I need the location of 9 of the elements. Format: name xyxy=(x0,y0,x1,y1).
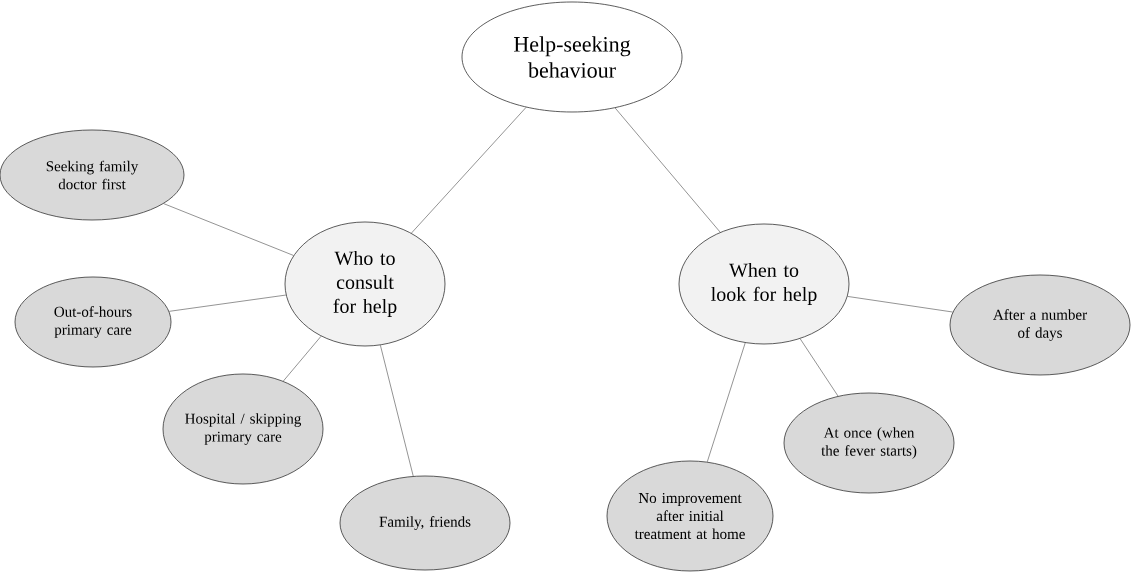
connector-line xyxy=(411,107,527,234)
connector-line xyxy=(380,344,414,477)
connector-line xyxy=(614,107,721,233)
connector-line xyxy=(163,203,294,256)
connector-line xyxy=(707,342,746,463)
connector-line xyxy=(847,296,953,313)
connector-line xyxy=(799,338,839,397)
connector-line xyxy=(283,335,322,382)
connector-line xyxy=(168,294,287,312)
